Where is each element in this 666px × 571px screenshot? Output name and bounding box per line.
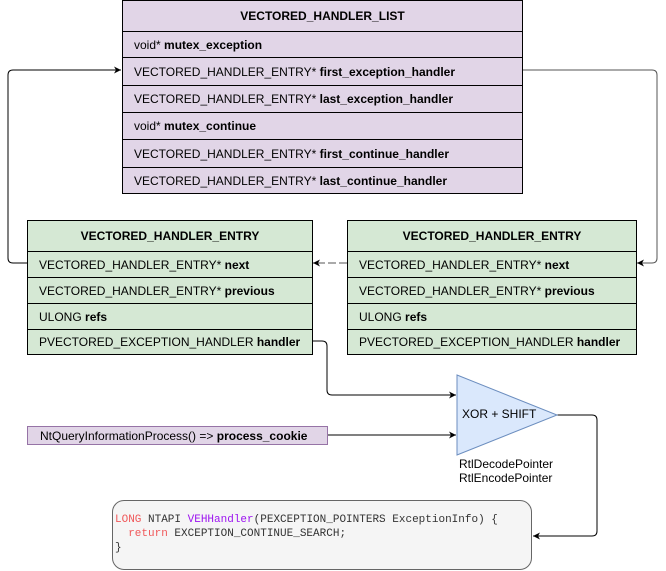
encode-function-label: RtlEncodePointer — [459, 471, 553, 485]
handler-entry-left: VECTORED_HANDLER_ENTRY VECTORED_HANDLER_… — [27, 220, 313, 355]
veh-handler-code: LONG NTAPI VEHHandler(PEXCEPTION_POINTER… — [112, 500, 532, 570]
field-row: PVECTORED_EXCEPTION_HANDLER handler — [28, 329, 312, 354]
arrow-handler-to-xor — [312, 340, 456, 399]
handler-list-title: VECTORED_HANDLER_LIST — [240, 9, 405, 23]
operation-label: XOR + SHIFT — [462, 407, 537, 421]
field-row: VECTORED_HANDLER_ENTRY* first_continue_h… — [123, 139, 522, 167]
field-row: VECTORED_HANDLER_ENTRY* last_continue_ha… — [123, 167, 522, 193]
operation-functions: RtlDecodePointer RtlEncodePointer — [459, 457, 553, 485]
entry-title: VECTORED_HANDLER_ENTRY — [80, 229, 260, 243]
field-row: void* mutex_exception — [123, 31, 522, 57]
field-row: VECTORED_HANDLER_ENTRY* first_exception_… — [123, 57, 522, 85]
arrow-list-to-right-entry — [522, 69, 658, 267]
field-row: VECTORED_HANDLER_ENTRY* next — [348, 251, 636, 277]
field-row: ULONG refs — [348, 303, 636, 329]
handler-list-struct: VECTORED_HANDLER_LIST void* mutex_except… — [122, 0, 523, 194]
field-row: ULONG refs — [28, 303, 312, 329]
entry-title: VECTORED_HANDLER_ENTRY — [402, 229, 582, 243]
process-cookie-box: NtQueryInformationProcess() => process_c… — [27, 426, 328, 445]
arrow-xor-to-code — [533, 414, 598, 540]
field-row: PVECTORED_EXCEPTION_HANDLER handler — [348, 329, 636, 354]
xor-shift-operator — [456, 374, 559, 456]
field-row: VECTORED_HANDLER_ENTRY* last_exception_h… — [123, 85, 522, 112]
field-row: VECTORED_HANDLER_ENTRY* next — [28, 251, 312, 277]
decode-function-label: RtlDecodePointer — [459, 457, 554, 471]
field-row: VECTORED_HANDLER_ENTRY* previous — [348, 277, 636, 303]
field-row: VECTORED_HANDLER_ENTRY* previous — [28, 277, 312, 303]
handler-entry-right: VECTORED_HANDLER_ENTRY VECTORED_HANDLER_… — [347, 220, 637, 355]
arrow-entry-to-list — [7, 66, 121, 264]
field-row: void* mutex_continue — [123, 112, 522, 139]
